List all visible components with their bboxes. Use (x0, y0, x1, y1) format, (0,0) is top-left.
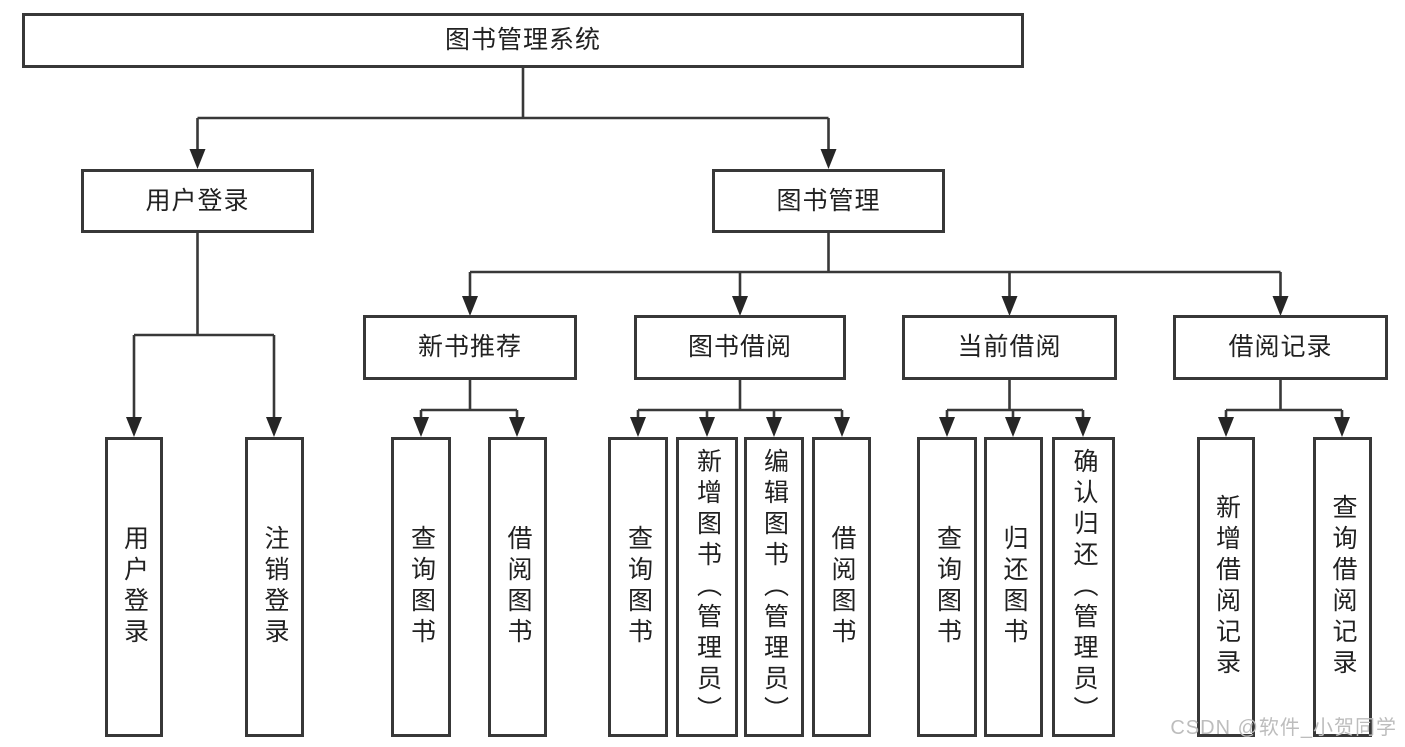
node-leaf-borrow-books-recommend-label: 借阅图书 (504, 525, 532, 649)
node-leaf-query-books-borrowing: 查询图书 (608, 437, 668, 737)
node-leaf-query-books-recommend-label: 查询图书 (407, 525, 436, 649)
connector-book-borrowing-children (630, 380, 850, 437)
node-leaf-logout: 注销登录 (245, 437, 304, 737)
node-library-system: 图书管理系统 (22, 13, 1024, 68)
node-leaf-borrow-books-recommend: 借阅图书 (488, 437, 547, 737)
node-user-login: 用户登录 (81, 169, 314, 233)
connector-book-management-children (462, 233, 1289, 316)
node-borrowing-records: 借阅记录 (1173, 315, 1388, 380)
node-current-borrowing-label: 当前借阅 (957, 333, 1062, 361)
node-book-borrowing: 图书借阅 (634, 315, 846, 380)
node-book-borrowing-label: 图书借阅 (687, 333, 792, 361)
node-leaf-edit-books-admin-label: 编辑图书（管理员） (760, 447, 789, 727)
node-leaf-add-borrow-record: 新增借阅记录 (1197, 437, 1255, 737)
node-leaf-query-books-recommend: 查询图书 (391, 437, 451, 737)
node-leaf-confirm-return-admin: 确认归还（管理员） (1052, 437, 1115, 737)
node-library-system-label: 图书管理系统 (444, 26, 601, 54)
node-leaf-return-books-label: 归还图书 (1000, 525, 1028, 649)
node-new-book-recommend: 新书推荐 (363, 315, 577, 380)
connector-user-login-children (126, 233, 282, 437)
node-new-book-recommend-label: 新书推荐 (417, 333, 522, 361)
node-leaf-query-books-current-label: 查询图书 (933, 525, 962, 649)
csdn-watermark: CSDN @软件_小贺同学 (1170, 717, 1397, 739)
node-leaf-borrow-books-borrowing-label: 借阅图书 (828, 525, 856, 649)
node-leaf-add-books-admin-label: 新增图书（管理员） (693, 447, 722, 727)
connector-new-book-children (413, 380, 525, 437)
connector-root-to-level1 (189, 68, 837, 169)
node-current-borrowing: 当前借阅 (902, 315, 1117, 380)
node-leaf-logout-label: 注销登录 (261, 525, 289, 649)
node-leaf-return-books: 归还图书 (984, 437, 1043, 737)
node-leaf-confirm-return-admin-label: 确认归还（管理员） (1070, 447, 1098, 727)
node-leaf-query-borrow-record-label: 查询借阅记录 (1329, 494, 1357, 680)
connector-current-borrowing-children (939, 380, 1091, 437)
node-leaf-add-borrow-record-label: 新增借阅记录 (1212, 494, 1241, 680)
node-leaf-query-books-borrowing-label: 查询图书 (624, 525, 653, 649)
connector-borrowing-records-children (1218, 380, 1350, 437)
node-leaf-edit-books-admin: 编辑图书（管理员） (744, 437, 804, 737)
node-book-management-label: 图书管理 (776, 186, 881, 215)
node-leaf-add-books-admin: 新增图书（管理员） (676, 437, 738, 737)
node-leaf-user-login: 用户登录 (105, 437, 163, 737)
node-leaf-borrow-books-borrowing: 借阅图书 (812, 437, 871, 737)
node-leaf-query-books-current: 查询图书 (917, 437, 977, 737)
node-book-management: 图书管理 (712, 169, 945, 233)
node-user-login-label: 用户登录 (145, 186, 250, 215)
node-leaf-query-borrow-record: 查询借阅记录 (1313, 437, 1372, 737)
node-leaf-user-login-label: 用户登录 (120, 525, 149, 649)
node-borrowing-records-label: 借阅记录 (1228, 333, 1333, 361)
